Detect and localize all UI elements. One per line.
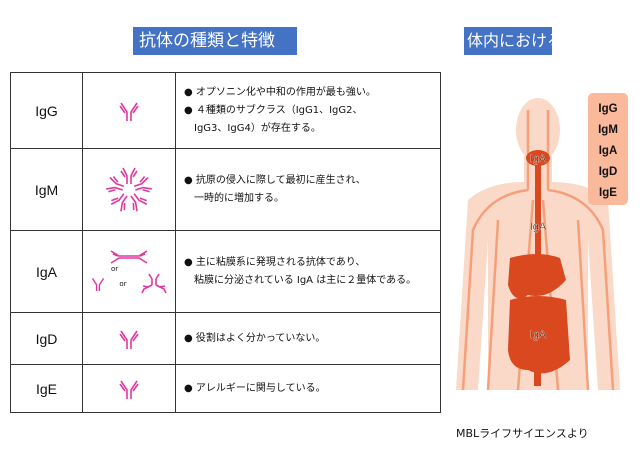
table-title: 抗体の種類と特徴 [133,27,297,55]
table-row: IgD ● 役割はよく分かっていない。 [10,312,441,365]
throat-label: IgA [530,153,547,165]
intestine-label: IgA [530,329,547,341]
row-name: IgD [10,312,83,365]
row-name: IgM [10,148,83,231]
monomer-antibody-icon [119,330,139,349]
blood-label: IgD [598,166,618,178]
trimer-antibody-icon [141,273,167,293]
table-row: IgM ● 抗原の侵入に際して最初に産生され、一時的に増加する。 [10,148,441,231]
or-label: or [119,279,127,288]
row-name: IgG [10,72,83,149]
row-name: IgE [10,364,83,413]
desc-line: ● 抗原の侵入に際して最初に産生され、 [184,174,366,186]
intestines [508,296,570,374]
blood-label: IgE [599,187,617,199]
row-name: IgA [10,230,83,313]
desc-line: ● ４種類のサブクラス（IgG1、IgG2、 [184,104,363,116]
desc-line: 粘膜に分泌されている IgA は主に２量体である。 [194,274,417,286]
throat [526,150,550,166]
blood-label: IgG [598,103,618,115]
dimer-antibody-icon [110,249,148,264]
body-distribution-figure: IgA IgA IgA [456,98,620,391]
table-row: IgA or or ● 主に粘膜系に発現される抗体であり、粘膜に分泌されている … [10,230,441,313]
desc-line: IgG3、IgG4）が存在する。 [194,122,321,134]
blood-label: IgA [598,145,618,157]
or-label: or [111,264,119,273]
antibody-table: IgG ● オプソニン化や中和の作用が最も強い。 ● ４種類のサブクラス（IgG1… [10,72,441,413]
monomer-antibody-icon [119,102,139,121]
pentamer-antibody-icon [104,167,154,213]
monomer-antibody-icon [92,277,105,291]
esophagus [535,158,541,260]
desc-line: ● 主に粘膜系に発現される抗体であり、 [184,256,366,268]
desc-line: ● オプソニン化や中和の作用が最も強い。 [184,86,376,98]
table-row: IgE ● アレルギーに関与している。 [10,364,441,413]
desc-line: ● 役割はよく分かっていない。 [184,332,326,344]
lung-label: IgA [530,221,547,233]
source-credit: MBLライフサイエンスより [456,427,589,440]
desc-line: 一時的に増加する。 [194,192,284,204]
table-row: IgG ● オプソニン化や中和の作用が最も強い。 ● ４種類のサブクラス（IgG1… [10,72,441,149]
blood-antibody-box: IgG IgM IgA IgD IgE [588,93,628,205]
distribution-title: 体内における分布 [464,27,595,55]
rectum [534,368,541,386]
monomer-antibody-icon [119,380,139,399]
blood-label: IgM [598,124,618,136]
desc-line: ● アレルギーに関与している。 [184,382,326,394]
liver-stomach [508,254,566,299]
